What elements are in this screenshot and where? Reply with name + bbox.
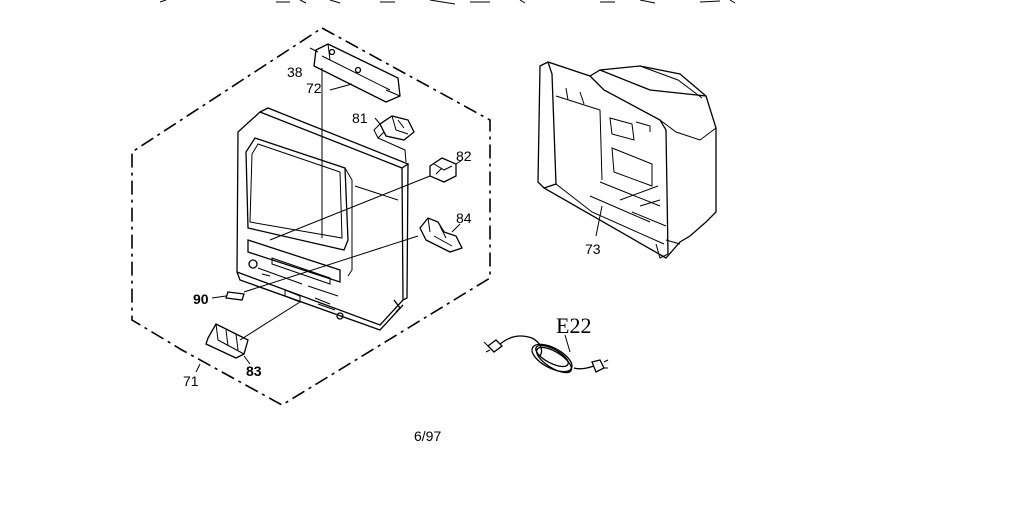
assembly-line-83 [239, 301, 301, 341]
leader-72 [329, 83, 353, 91]
leader-81 [377, 137, 407, 163]
assembly-line-82 [269, 175, 431, 241]
part-82-component [429, 157, 457, 183]
callout-84: 84 [456, 210, 472, 226]
callout-72: 72 [306, 80, 322, 96]
leader-82 [455, 159, 463, 165]
callout-81: 81 [352, 110, 368, 126]
callout-38: 38 [287, 64, 303, 80]
part-72-bracket [313, 43, 401, 103]
part-84-component [419, 217, 463, 253]
part-73-rear-cabinet [537, 61, 717, 259]
leader-e22 [564, 334, 571, 353]
part-81-component [373, 115, 415, 141]
leader-71 [195, 363, 201, 373]
leader-38 [309, 47, 319, 53]
callout-90: 90 [193, 291, 209, 307]
part-90-component [225, 291, 245, 301]
callout-71: 71 [183, 373, 199, 389]
callout-e22: E22 [556, 313, 591, 338]
footer-date: 6/97 [414, 428, 441, 444]
top-crop-marks [159, 0, 736, 5]
leader-90 [211, 295, 227, 299]
leader-73 [595, 205, 603, 237]
part-e22-power-cord [483, 335, 609, 374]
leader-84 [451, 223, 461, 233]
assembly-line-84 [243, 235, 419, 293]
assembly-boundary [131, 27, 491, 406]
callout-82: 82 [456, 148, 472, 164]
leader-83 [243, 355, 251, 365]
callout-73: 73 [585, 241, 601, 257]
callout-83: 83 [246, 363, 262, 379]
part-83-component [205, 323, 249, 359]
